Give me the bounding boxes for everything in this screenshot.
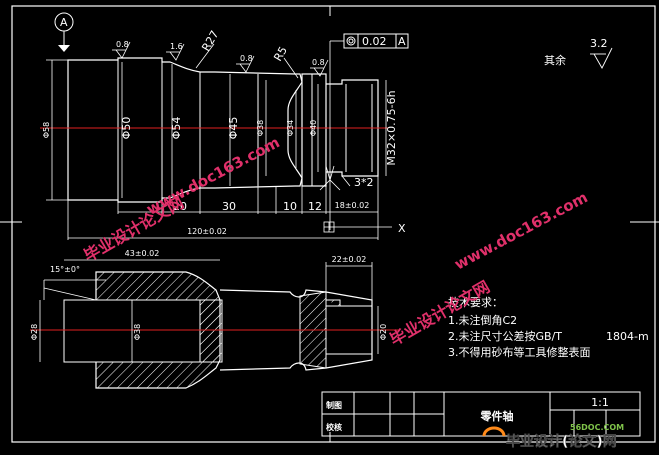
section-hatch-mid: [200, 299, 223, 363]
tolerance-datum: A: [398, 35, 406, 48]
chamfer-label: 3*2: [354, 176, 374, 189]
remaining-value: 3.2: [590, 37, 608, 50]
len-10: 10: [283, 200, 297, 213]
dim-d2: Φ50: [120, 117, 133, 140]
roughness-3: 0.8: [240, 54, 253, 63]
shaft-outline-left: [67, 57, 303, 203]
notes-title: 技术要求：: [448, 296, 503, 309]
watermark-logo: 56DOC.COM: [570, 423, 624, 432]
shaft-collar: [301, 73, 327, 187]
note-2: 2.未注尺寸公差按GB/T: [448, 329, 562, 343]
len-18: 18±0.02: [335, 201, 370, 210]
len-12: 12: [308, 200, 322, 213]
dim-section-len-left: 43±0.02: [125, 249, 160, 258]
dim-section-len-right: 22±0.02: [332, 255, 367, 264]
angle-label: 15°±0°: [50, 265, 80, 274]
dim-d4: Φ45: [227, 117, 240, 140]
dim-section-right: Φ20: [379, 324, 388, 340]
watermark-logo-icon: [482, 426, 506, 437]
len-30: 30: [222, 200, 236, 213]
dim-d1: Φ58: [42, 122, 51, 138]
drawing-frame: [11, 5, 656, 443]
roughness-1: 0.8: [116, 40, 129, 49]
concentricity-icon: [346, 36, 356, 46]
dim-thread: M32×0.75-6h: [385, 90, 398, 165]
dim-d6: Φ34: [286, 120, 295, 136]
len-20: 20: [173, 200, 187, 213]
dim-d3: Φ54: [170, 117, 183, 140]
dim-section-left: Φ28: [30, 324, 39, 340]
remaining-label: 其余: [544, 53, 566, 67]
note-2-suffix: 1804-m: [606, 330, 649, 343]
datum-triangle: [58, 45, 70, 52]
top-view: A Φ58 Φ50 Φ54 Φ45 Φ38: [40, 12, 409, 240]
roughness-4: 0.8: [312, 58, 325, 67]
note-1: 1.未注倒角C2: [448, 313, 517, 327]
roughness-2: 1.6: [170, 42, 183, 51]
title-checked: 校核: [326, 422, 342, 432]
watermark-bottom: 毕业设计(论文)网: [506, 433, 617, 450]
r27-leader: [195, 43, 215, 69]
radius-r27: R27: [199, 28, 221, 53]
datum-letter: A: [60, 16, 68, 29]
scale-value: 1:1: [591, 396, 609, 409]
dim-d7: Φ40: [309, 120, 318, 136]
len-total: 120±0.02: [187, 227, 227, 236]
radius-r5: R5: [271, 44, 290, 63]
r5-leader: [283, 57, 299, 79]
technical-notes: 技术要求： 1.未注倒角C2 2.未注尺寸公差按GB/T 1804-m 3.不得…: [448, 296, 649, 359]
title-drawn: 制图: [326, 400, 342, 410]
section-view: Φ28 Φ38 Φ20 15°±0° 43±0.02 22±0.02: [30, 249, 400, 389]
watermark-site-2: www.doc163.com: [451, 188, 590, 273]
part-name: 零件轴: [480, 409, 514, 423]
axis-x: X: [398, 222, 406, 235]
title-block: [321, 391, 641, 437]
dim-d5: Φ38: [256, 120, 265, 136]
note-3: 3.不得用砂布等工具修整表面: [448, 345, 591, 359]
remaining-roughness-icon: [593, 47, 613, 69]
tolerance-value: 0.02: [362, 35, 387, 48]
dim-section-mid: Φ38: [133, 324, 142, 340]
